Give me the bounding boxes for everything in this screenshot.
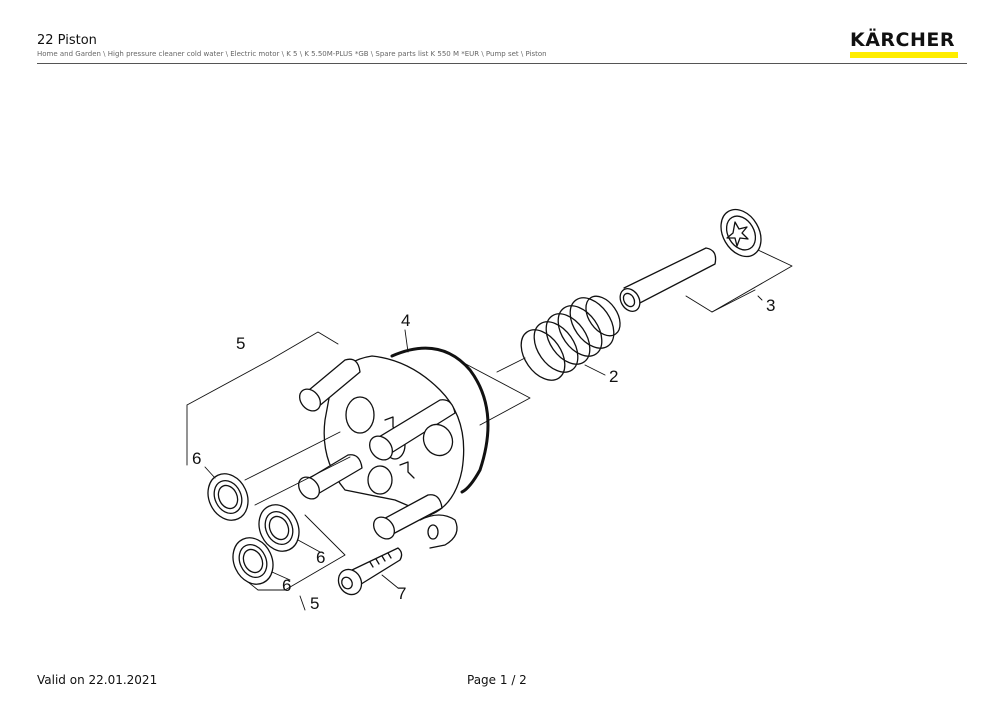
leader-lines-part-3 <box>685 249 793 313</box>
page-title: 22 Piston <box>37 33 97 48</box>
leader-line-part-2 <box>584 364 606 376</box>
seal-ring-part-6-c <box>232 537 274 585</box>
callout-6-lower: 6 <box>282 576 291 595</box>
header-divider <box>37 63 967 64</box>
callout-4: 4 <box>401 311 410 330</box>
screw-part-7 <box>337 547 403 596</box>
valid-date: Valid on 22.01.2021 <box>37 673 158 687</box>
leader-lines-part-5-upper <box>186 331 351 506</box>
circlip-part-3 <box>720 208 762 258</box>
leader-line-part-4 <box>404 329 409 353</box>
seal-ring-part-6-a <box>207 473 249 521</box>
callout-2: 2 <box>609 367 618 386</box>
seal-ring-part-6-b <box>258 504 300 552</box>
pistons <box>298 358 458 549</box>
logo-text: KÄRCHER <box>850 29 956 51</box>
pin-part-3 <box>619 247 717 312</box>
callout-3: 3 <box>766 296 775 315</box>
callout-5-lower: 5 <box>310 594 319 613</box>
callout-7: 7 <box>397 584 406 603</box>
spring-part-2 <box>520 295 621 381</box>
o-ring-part-4 <box>390 346 490 494</box>
leader-lines-part-5-lower <box>247 514 346 611</box>
leader-lines-part-2-4 <box>461 357 531 426</box>
leader-lines-part-6 <box>204 466 321 581</box>
callout-6-middle: 6 <box>316 548 325 567</box>
page-number: Page 1 / 2 <box>467 673 527 687</box>
karcher-logo: KÄRCHER <box>850 30 958 60</box>
logo-yellow-bar <box>850 52 958 58</box>
callout-6-upper: 6 <box>192 449 201 468</box>
breadcrumb: Home and Garden \ High pressure cleaner … <box>37 50 547 58</box>
callout-5-upper: 5 <box>236 334 245 353</box>
leader-line-part-7 <box>381 574 399 589</box>
